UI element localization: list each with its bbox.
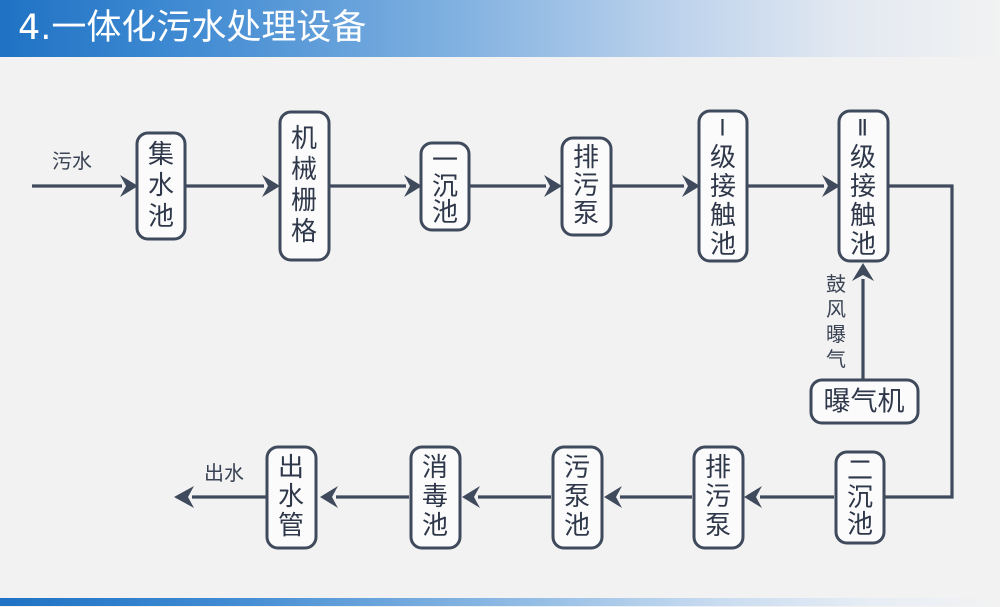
svg-text:沉: 沉 [432,172,458,202]
svg-text:排: 排 [705,453,731,483]
flow-arrow-n5-to-n6 [748,175,840,197]
node-level2-contact-tank[interactable]: Ⅱ 级 接 触 池 [837,109,890,263]
svg-text:出: 出 [278,453,304,483]
svg-text:毒: 毒 [422,482,448,512]
process-flow-diagram: 污水 出水 鼓 风 曝 气 集 水 池 机 械 栅 格 一 沉 池 排 污 泵 … [32,109,954,550]
svg-text:沉: 沉 [847,483,873,513]
svg-text:池: 池 [847,510,873,540]
svg-text:级: 级 [710,143,736,173]
node-level1-contact-tank[interactable]: Ⅰ 级 接 触 池 [697,109,749,263]
edge-label-aeration: 鼓 风 曝 气 [826,272,846,371]
node-box-paiwubeng-top[interactable] [560,136,613,237]
flow-arrow-n11-to-n12 [320,486,409,508]
node-box-jishuichi[interactable] [135,131,187,241]
flow-arrow-n8-to-n9 [744,486,834,508]
svg-text:二: 二 [847,456,873,486]
svg-text:泵: 泵 [705,511,731,541]
svg-text:池: 池 [710,230,736,260]
svg-text:池: 池 [850,230,876,260]
svg-text:Ⅰ: Ⅰ [719,117,727,142]
svg-text:接: 接 [710,172,736,202]
svg-text:管: 管 [278,511,304,541]
svg-text:集: 集 [148,140,174,170]
node-paiwubeng-top[interactable]: 排 污 泵 [560,136,613,237]
svg-text:水: 水 [278,482,304,512]
node-xiaoduchi[interactable]: 消 毒 池 [409,445,462,550]
node-box-jixieshange[interactable] [278,110,331,262]
header-bar: 4.一体化污水处理设备 [0,0,1000,57]
edge-label-outlet: 出水 [204,461,244,485]
flow-arrow-n12-to-outlet [174,486,266,508]
node-box-wubengchi[interactable] [551,445,604,550]
svg-text:泵: 泵 [573,199,599,229]
svg-text:池: 池 [564,511,590,541]
svg-text:污: 污 [705,482,731,512]
svg-text:污: 污 [573,171,599,201]
footer-bar [0,598,1000,606]
node-chushuiguan[interactable]: 出 水 管 [265,445,318,550]
svg-text:械: 械 [291,155,317,185]
svg-text:污: 污 [564,453,590,483]
node-box-erchenchi[interactable] [834,450,886,545]
svg-text:曝: 曝 [826,322,846,346]
svg-text:接: 接 [850,172,876,202]
svg-text:栅: 栅 [291,186,317,216]
flow-arrow-n9-to-n10 [604,486,692,508]
node-jixieshange[interactable]: 机 械 栅 格 [278,110,331,262]
svg-text:触: 触 [850,201,876,231]
svg-text:水: 水 [148,171,174,201]
flow-arrow-n4-to-n5 [612,175,700,197]
flow-arrow-inlet-to-n1 [32,175,138,197]
flow-arrow-n10-to-n11 [462,486,551,508]
node-box-level2-contact-tank[interactable] [837,109,890,263]
svg-text:触: 触 [710,201,736,231]
svg-text:格: 格 [291,217,317,247]
svg-text:池: 池 [148,202,174,232]
flow-arrow-aerator-to-n6 [852,263,874,380]
svg-text:气: 气 [826,347,846,371]
svg-text:风: 风 [826,297,846,321]
svg-text:泵: 泵 [564,482,590,512]
svg-text:池: 池 [422,511,448,541]
node-erchenchi[interactable]: 二 沉 池 [834,450,886,545]
node-box-chushuiguan[interactable] [265,445,318,550]
node-box-yichenchi[interactable] [419,141,471,232]
node-yichenchi[interactable]: 一 沉 池 [419,141,471,232]
flow-arrow-n3-to-n4 [470,175,562,197]
node-wubengchi[interactable]: 污 泵 池 [551,445,604,550]
svg-text:曝气机: 曝气机 [824,387,905,418]
node-aerator[interactable]: 曝气机 [809,378,920,425]
svg-text:机: 机 [291,124,317,154]
node-paiwubeng-bottom[interactable]: 排 污 泵 [692,445,745,550]
node-box-xiaoduchi[interactable] [409,445,462,550]
node-box-aerator[interactable] [809,378,920,425]
svg-text:池: 池 [432,198,458,228]
node-jishuichi[interactable]: 集 水 池 [135,131,187,241]
svg-text:一: 一 [432,146,458,176]
svg-text:消: 消 [422,453,448,483]
flow-arrow-n1-to-n2 [186,175,280,197]
svg-text:鼓: 鼓 [826,272,846,296]
node-box-level1-contact-tank[interactable] [697,109,749,263]
page-title: 4.一体化污水处理设备 [18,8,367,48]
svg-text:排: 排 [573,143,599,173]
edge-label-inlet: 污水 [52,149,92,173]
svg-text:Ⅱ: Ⅱ [857,117,869,142]
svg-text:级: 级 [850,143,876,173]
node-box-paiwubeng-bottom[interactable] [692,445,745,550]
flow-arrow-n2-to-n3 [330,175,422,197]
